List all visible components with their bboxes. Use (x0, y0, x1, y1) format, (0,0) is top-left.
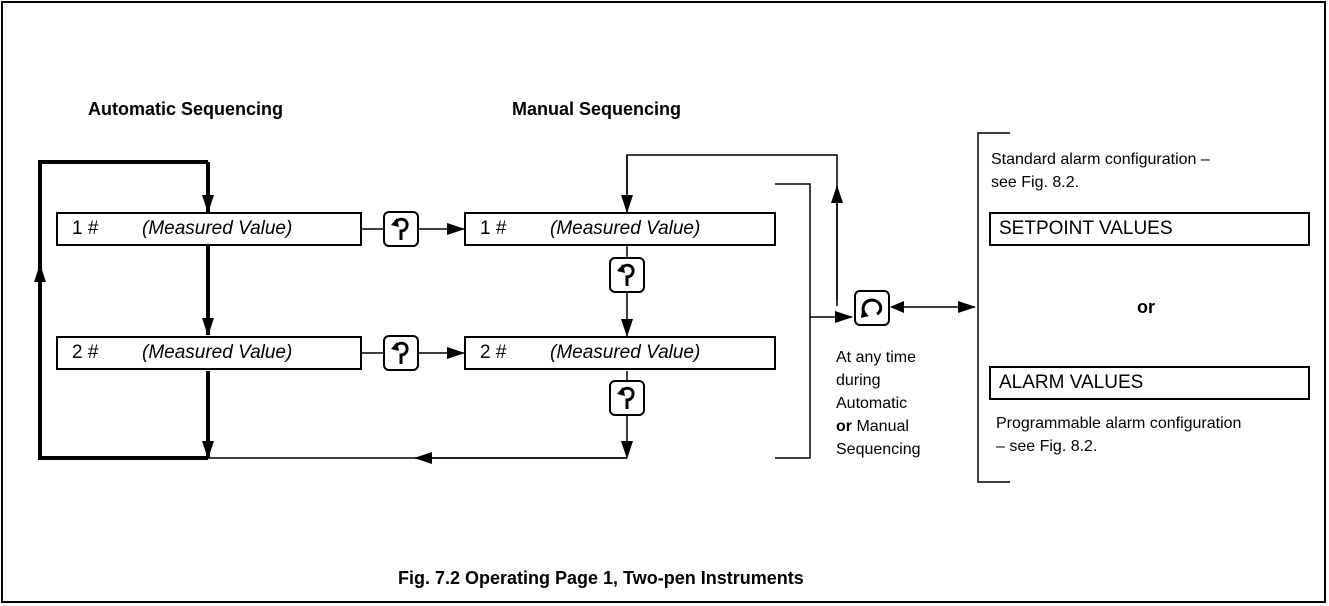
manual-sequencing-heading: Manual Sequencing (512, 99, 682, 119)
menu-return-key-icon (861, 298, 883, 318)
setpoint-values-display: SETPOINT VALUES (989, 212, 1310, 246)
auto-display-row2: 2 # (Measured Value) (56, 336, 362, 370)
setpoint-values-label: SETPOINT VALUES (999, 218, 1173, 239)
display-number: 2 # (480, 342, 507, 363)
standard-alarm-line: see Fig. 8.2. (991, 174, 1080, 191)
note-manual: Manual (856, 418, 909, 435)
programmable-alarm-line: – see Fig. 8.2. (996, 438, 1098, 455)
note-line: At any time (836, 349, 917, 366)
note-or: or (836, 418, 852, 435)
programmable-alarm-line: Programmable alarm configuration (996, 415, 1242, 432)
manual-bracket (775, 183, 811, 459)
manual-display-row2: 2 # (Measured Value) (464, 336, 776, 370)
display-number: 1 # (480, 218, 507, 239)
menu-key-note: At any time during Automatic or Manual S… (836, 346, 921, 461)
page-advance-key-icon (391, 341, 409, 364)
note-line: Automatic (836, 395, 908, 412)
measured-value-label: (Measured Value) (142, 218, 293, 239)
display-number: 1 # (72, 218, 99, 239)
page-advance-key-icon (617, 386, 635, 409)
note-line: or Manual (836, 415, 921, 438)
programmable-alarm-note: Programmable alarm configuration – see F… (996, 412, 1241, 458)
standard-alarm-line: Standard alarm configuration – (991, 151, 1210, 168)
figure-caption: Fig. 7.2 Operating Page 1, Two-pen Instr… (398, 568, 804, 588)
measured-value-label: (Measured Value) (142, 342, 293, 363)
alarm-or-label: or (1137, 297, 1155, 317)
automatic-sequencing-heading: Automatic Sequencing (88, 99, 284, 119)
alarm-bracket (977, 132, 1010, 483)
alarm-values-display: ALARM VALUES (989, 366, 1310, 400)
note-line: Sequencing (836, 441, 921, 458)
menu-return-key[interactable] (854, 290, 890, 326)
measured-value-label: (Measured Value) (550, 342, 701, 363)
advance-key-manual-1[interactable] (609, 257, 645, 293)
alarm-values-label: ALARM VALUES (999, 372, 1144, 393)
page-advance-key-icon (391, 217, 409, 240)
advance-key-manual-2[interactable] (609, 380, 645, 416)
auto-loop-line (38, 160, 208, 460)
page-advance-key-icon (617, 263, 635, 286)
manual-display-row1: 1 # (Measured Value) (464, 212, 776, 246)
advance-key-row1[interactable] (383, 211, 419, 247)
display-number: 2 # (72, 342, 99, 363)
measured-value-label: (Measured Value) (550, 218, 701, 239)
standard-alarm-note: Standard alarm configuration – see Fig. … (991, 148, 1210, 194)
advance-key-row2[interactable] (383, 335, 419, 371)
note-line: during (836, 372, 881, 389)
auto-display-row1: 1 # (Measured Value) (56, 212, 362, 246)
